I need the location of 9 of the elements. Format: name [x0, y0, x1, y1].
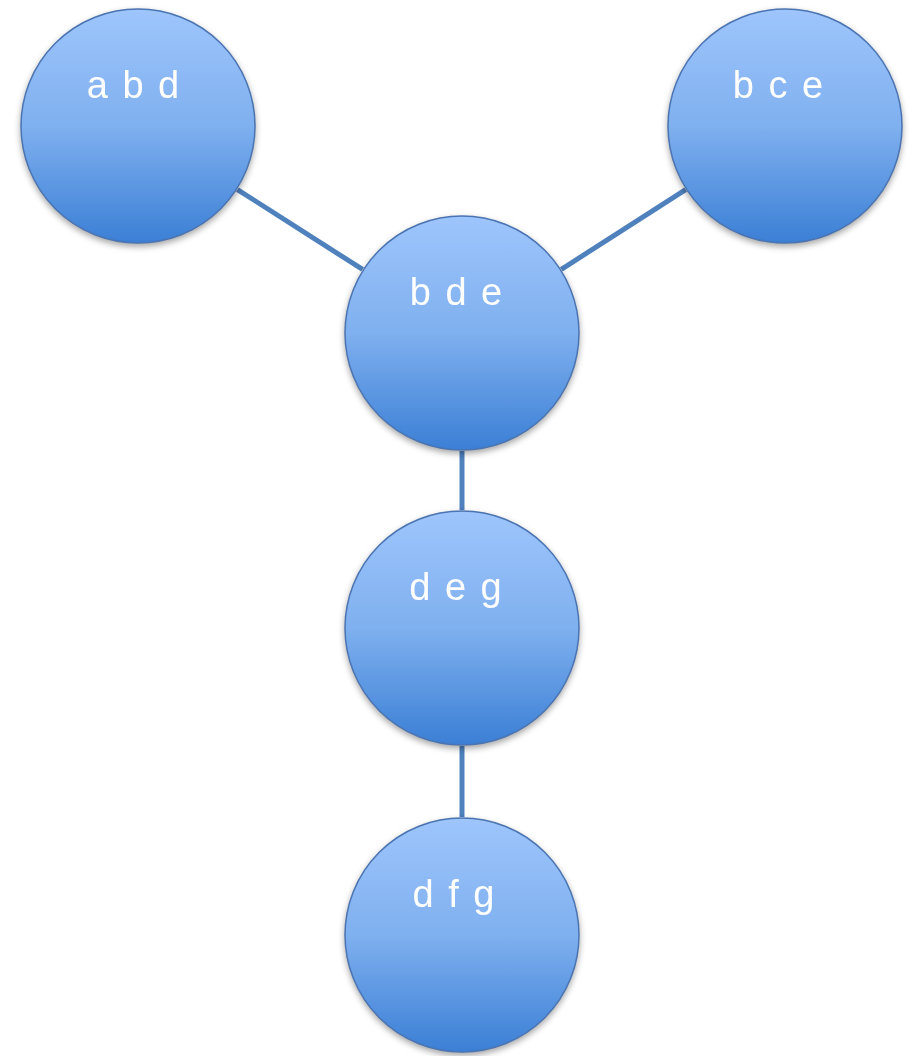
- node-label: b d e: [408, 271, 506, 314]
- connector-line: [459, 746, 465, 817]
- node-label: b c e: [731, 64, 827, 107]
- node-label: d e g: [408, 566, 505, 609]
- connector-line: [236, 187, 364, 272]
- node-label: a b d: [85, 64, 183, 107]
- node-label: d f g: [411, 873, 498, 916]
- connector-line: [459, 451, 465, 510]
- connector-line: [560, 187, 687, 272]
